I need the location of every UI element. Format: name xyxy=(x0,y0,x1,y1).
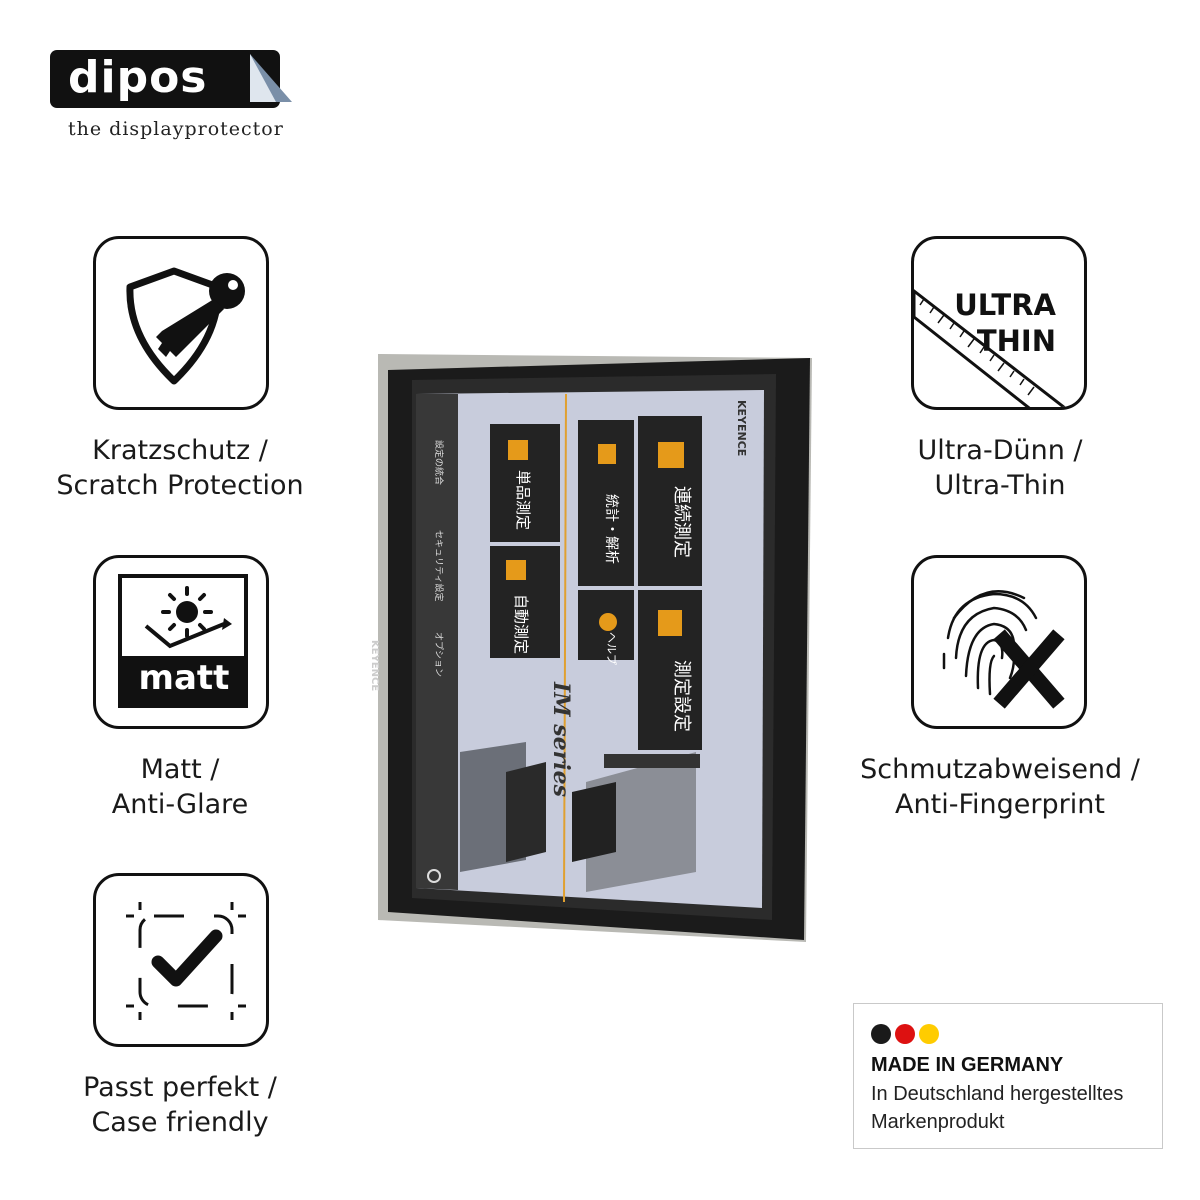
case-friendly-label-line2: Case friendly xyxy=(91,1107,269,1138)
scratch-protection-badge xyxy=(93,236,269,410)
tile-measure-settings[interactable]: 測定設定 xyxy=(671,660,692,732)
device-image xyxy=(378,354,812,942)
tile-continuous-measure[interactable]: 連続測定 xyxy=(671,486,692,558)
made-in-germany-subtitle: In Deutschland hergestelltes Markenprodu… xyxy=(871,1083,1124,1133)
brand-tagline: the displayprotector xyxy=(68,118,284,140)
ultra-thin-label: Ultra-Dünn / Ultra-Thin xyxy=(860,433,1140,503)
case-friendly-badge xyxy=(93,873,269,1047)
sidebar-item-security[interactable]: セキュリティ設定 xyxy=(433,530,443,602)
matt-badge: matt xyxy=(93,555,269,729)
sun-matt-icon xyxy=(118,574,248,708)
sidebar-item-options[interactable]: オプション xyxy=(433,632,443,678)
ultra-icon-word: ULTRA xyxy=(954,288,1056,322)
tile-single-measure[interactable]: 単品測定 xyxy=(514,470,532,531)
flag-dot-red-icon xyxy=(895,1024,915,1044)
ultra-thin-badge: ULTRA THIN xyxy=(911,236,1087,410)
tile-help[interactable]: ヘルプ xyxy=(605,632,618,665)
flag-dot-black-icon xyxy=(871,1024,891,1044)
brand-logo xyxy=(50,50,280,108)
series-label: IM series xyxy=(548,682,574,798)
scratch-label: Kratzschutz / Scratch Protection xyxy=(40,433,320,503)
logo-corner-icon xyxy=(250,54,292,102)
thin-icon-word: THIN xyxy=(976,324,1056,358)
fingerprint-x-icon xyxy=(942,590,1065,709)
scratch-label-line1: Kratzschutz / xyxy=(92,435,268,466)
anti-fingerprint-label-line1: Schmutzabweisend / xyxy=(860,754,1140,785)
ultra-thin-label-line1: Ultra-Dünn / xyxy=(917,435,1083,466)
anti-fingerprint-label-line2: Anti-Fingerprint xyxy=(895,789,1105,820)
tile-statistics[interactable]: 統計・解析 xyxy=(603,494,619,564)
sidebar-item-integration[interactable]: 設定の統合 xyxy=(433,440,443,486)
ruler-icon xyxy=(914,289,1067,407)
brand-name: dipos xyxy=(68,52,208,103)
case-friendly-label: Passt perfekt / Case friendly xyxy=(40,1070,320,1140)
matt-label: Matt / Anti-Glare xyxy=(40,752,320,822)
ultra-thin-icon-text: ULTRA THIN xyxy=(950,287,1056,359)
anti-fingerprint-label: Schmutzabweisend / Anti-Fingerprint xyxy=(840,752,1160,822)
matt-label-line1: Matt / xyxy=(140,754,220,785)
screen-brand: KEYENCE xyxy=(735,400,748,457)
ultra-thin-label-line2: Ultra-Thin xyxy=(934,470,1066,501)
matt-icon-text: matt xyxy=(138,658,230,698)
bezel-brand: KEYENCE xyxy=(369,640,380,692)
made-in-germany-badge: MADE IN GERMANY In Deutschland hergestel… xyxy=(853,1003,1163,1149)
shield-key-icon xyxy=(126,267,245,385)
scratch-label-line2: Scratch Protection xyxy=(56,470,304,501)
case-friendly-label-line1: Passt perfekt / xyxy=(83,1072,277,1103)
flag-dot-gold-icon xyxy=(919,1024,939,1044)
tile-auto-measure[interactable]: 自動測定 xyxy=(512,594,530,655)
made-in-germany-title: MADE IN GERMANY xyxy=(871,1054,1064,1076)
matt-label-line2: Anti-Glare xyxy=(111,789,249,820)
anti-fingerprint-badge xyxy=(911,555,1087,729)
checkmark-icon xyxy=(126,902,246,1020)
